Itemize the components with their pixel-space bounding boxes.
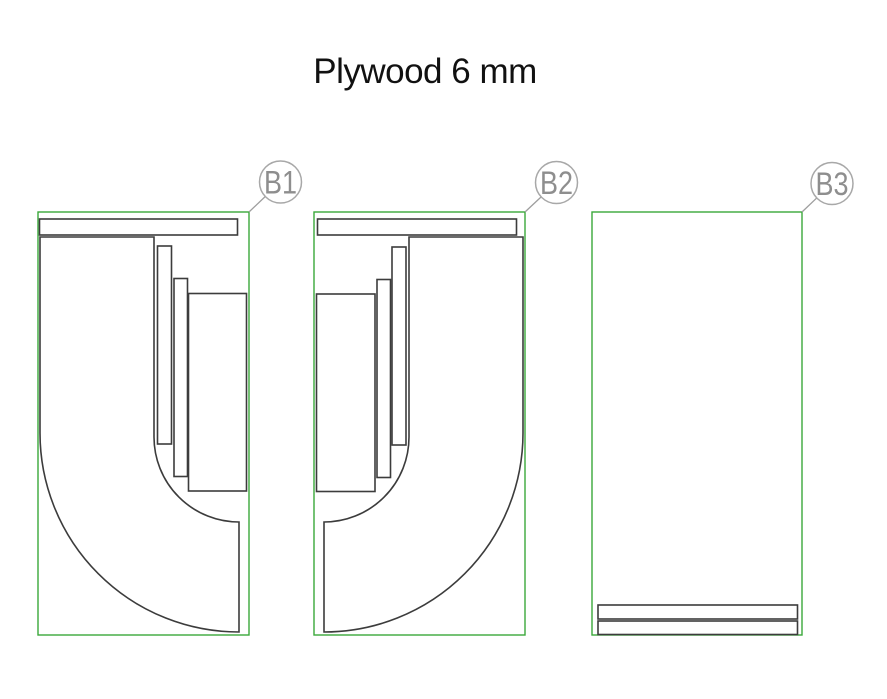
callout-label-b3: B3 [816,166,849,202]
callout-label-b1: B1 [264,165,297,201]
sheet-outline-b3 [591,211,803,636]
callout-leader-b3 [801,197,818,213]
part-shelf-panel [187,292,248,492]
sheet-b1: B1 [37,160,303,636]
callout-label-b2: B2 [540,165,573,201]
callout-leader-b2 [524,196,542,213]
callout-leader-b1 [248,196,266,213]
part-curved-side-panel [39,236,240,633]
callout-circle-b2 [534,160,579,205]
part-shelf-panel [315,293,376,493]
part-bottom-strip-2 [597,620,799,636]
callout-circle-b1 [258,160,303,204]
page-title: Plywood 6 mm [313,52,537,91]
callout-circle-b3 [810,161,854,206]
part-narrow-strip-1 [391,246,407,446]
part-top-strip [316,218,518,236]
part-bottom-strip-1 [597,604,799,620]
part-top-strip [38,218,239,236]
sheet-outline-b2 [313,211,526,636]
sheet-b2: B2 [313,160,579,636]
sheet-b3: B3 [591,161,854,636]
part-narrow-strip-2 [376,278,392,479]
part-narrow-strip-2 [173,277,189,478]
part-curved-side-panel-mirrored [323,236,524,633]
part-narrow-strip-1 [156,245,173,445]
sheet-outline-b1 [37,211,250,636]
